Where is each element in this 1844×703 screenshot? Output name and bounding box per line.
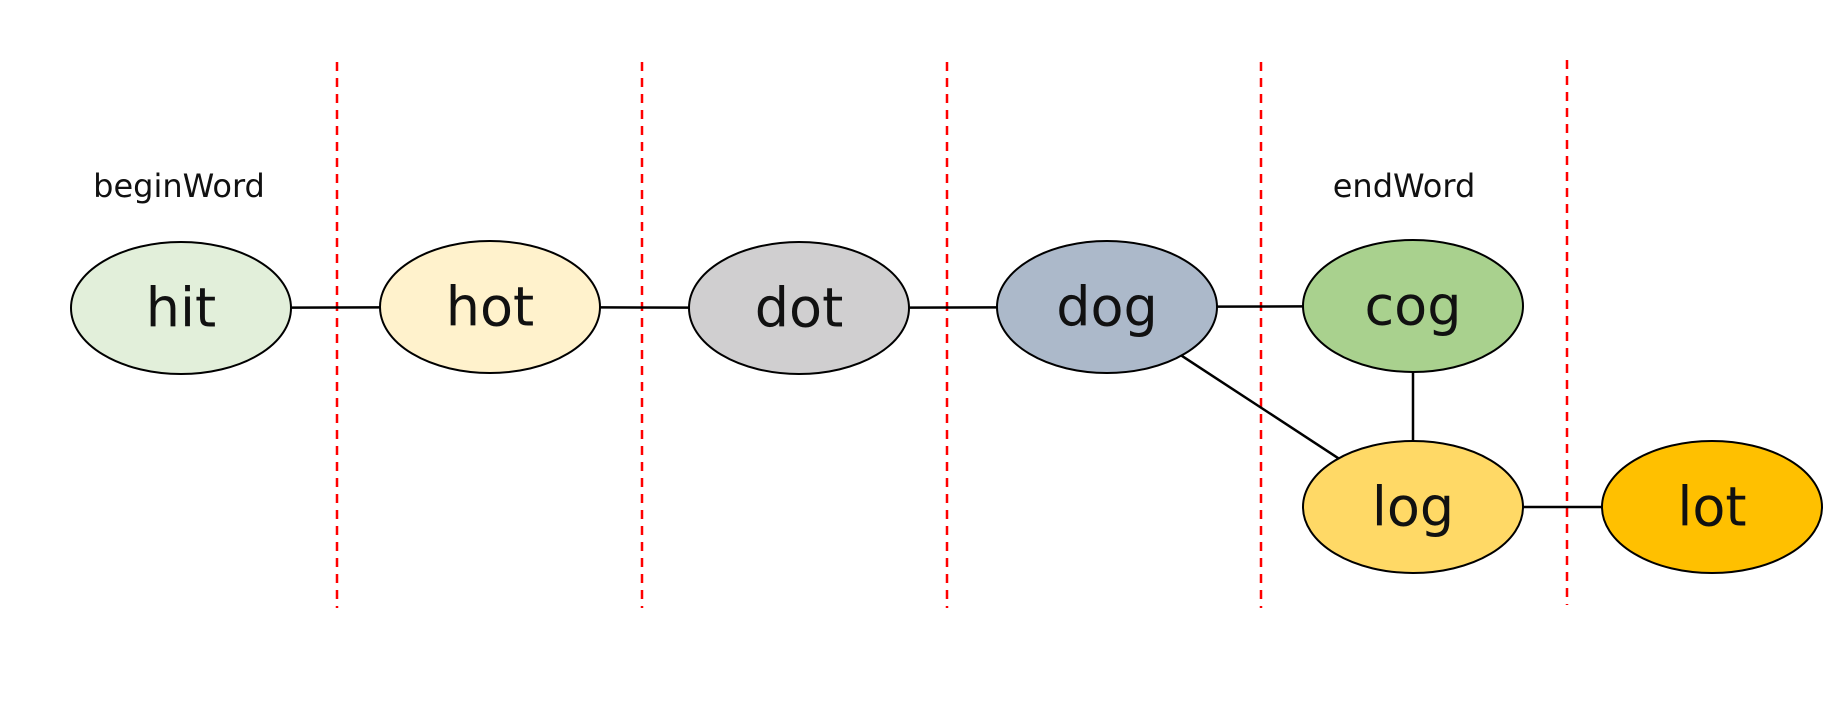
node-log-label: log [1372,476,1454,539]
node-lot-label: lot [1677,476,1746,539]
node-hot: hot [379,240,601,374]
node-dog-ellipse [996,240,1218,374]
node-log-ellipse [1302,440,1524,574]
edge-dog-log [1180,354,1340,460]
node-hit: hit [70,241,292,375]
edges [290,305,1602,509]
node-dot-ellipse [688,241,910,375]
node-cog-label: cog [1364,275,1461,338]
node-log: log [1302,440,1524,574]
node-hit-label: hit [146,277,216,340]
node-lot: lot [1601,440,1823,574]
node-hit-ellipse [70,241,292,375]
node-dog: dog [996,240,1218,374]
node-hot-ellipse [379,240,601,374]
node-dog-label: dog [1056,276,1158,339]
node-hot-label: hot [446,276,534,339]
node-cog: cog [1302,239,1524,373]
node-lot-ellipse [1601,440,1823,574]
node-dot-label: dot [755,277,844,340]
end-word-caption: endWord [1333,167,1476,205]
begin-word-caption: beginWord [93,167,265,205]
nodes: hit hot dot dog cog log lot [70,239,1823,574]
level-dividers [335,60,1569,608]
node-dot: dot [688,241,910,375]
node-cog-ellipse [1302,239,1524,373]
